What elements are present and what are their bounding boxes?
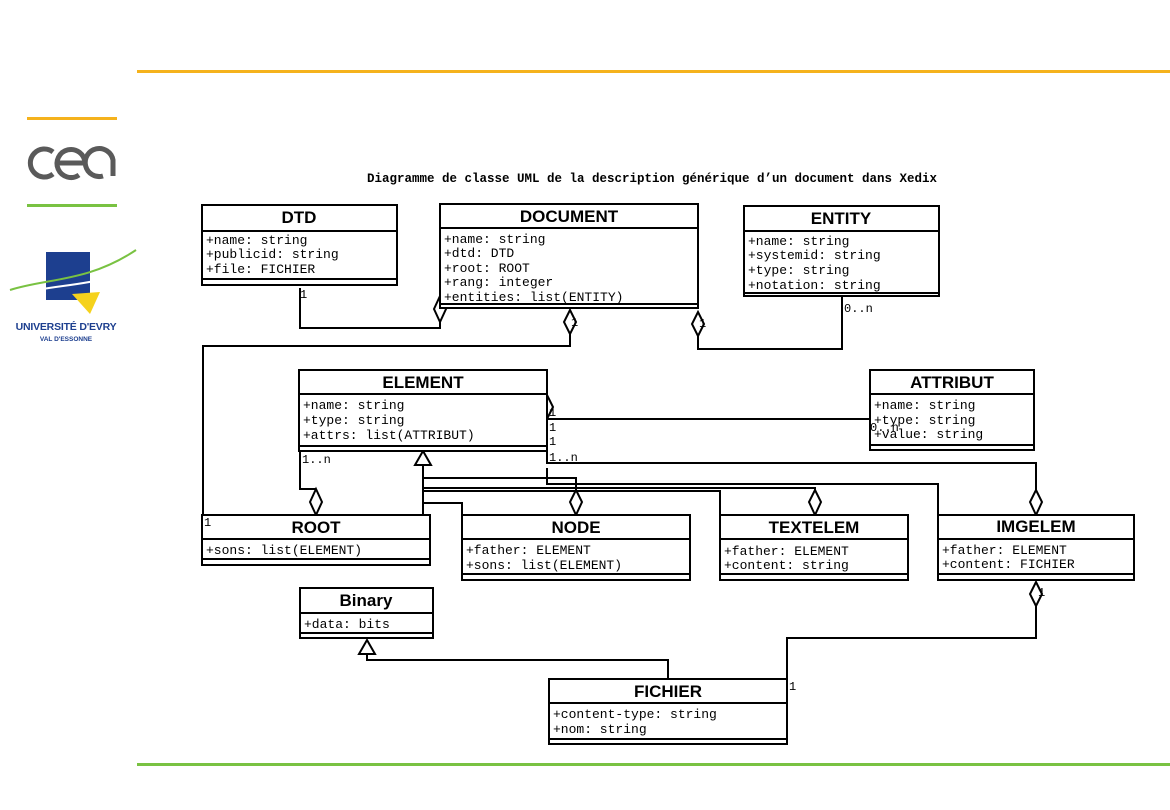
- multiplicity-label: 1..n: [549, 451, 578, 465]
- cea-logo-rule-bottom: [27, 204, 117, 207]
- attribute: +attrs: list(ATTRIBUT): [303, 428, 475, 443]
- multiplicity-label: 1: [571, 316, 578, 330]
- multiplicity-label: 0..n: [844, 302, 873, 316]
- university-subname: VAL D'ESSONNE: [39, 336, 93, 343]
- multiplicity-label: 1: [300, 288, 307, 302]
- attribute: +name: string: [206, 233, 307, 248]
- attribute: +publicid: string: [206, 247, 339, 262]
- multiplicity-label: 0..n: [870, 421, 899, 435]
- class-name-document: DOCUMENT: [520, 207, 619, 226]
- bottom-rule: [137, 763, 1170, 766]
- attribute: +type: string: [874, 413, 975, 428]
- class-name-textelem: TEXTELEM: [769, 518, 860, 537]
- binary-inheritance-triangle: [357, 637, 377, 655]
- attribute: +root: ROOT: [444, 261, 530, 276]
- attribute: +content-type: string: [553, 707, 717, 722]
- attribute: +content: FICHIER: [942, 557, 1075, 572]
- attribute: +value: string: [874, 427, 983, 442]
- class-name-root: ROOT: [291, 518, 341, 537]
- top-rule: [137, 70, 1170, 73]
- attribute: +data: bits: [304, 617, 390, 632]
- diagram-title: Diagramme de classe UML de la descriptio…: [367, 172, 938, 186]
- textelem-element-diamond: [807, 487, 823, 518]
- attribute: +father: ELEMENT: [724, 544, 849, 559]
- document-entity-diamond: [690, 309, 706, 339]
- imgelem-fichier-diamond: [1028, 579, 1044, 609]
- imgelem-element-diamond: [1028, 487, 1044, 518]
- document-root-diamond: [562, 307, 578, 337]
- attribute: +systemid: string: [748, 248, 881, 263]
- multiplicity-label: 1: [789, 680, 796, 694]
- attribute: +father: ELEMENT: [942, 543, 1067, 558]
- attribute: +father: ELEMENT: [466, 543, 591, 558]
- attribute: +name: string: [303, 398, 404, 413]
- multiplicity-label: 1: [549, 435, 556, 449]
- attribute: +rang: integer: [444, 275, 553, 290]
- multiplicity-label: 1: [204, 516, 211, 530]
- class-name-fichier: FICHIER: [634, 682, 702, 701]
- class-name-binary: Binary: [340, 591, 393, 610]
- attribute: +sons: list(ELEMENT): [206, 543, 362, 558]
- class-name-imgelem: IMGELEM: [996, 517, 1075, 536]
- cea-logo: [27, 146, 116, 180]
- root-element-diamond: [308, 486, 324, 518]
- multiplicity-label: 1: [549, 421, 556, 435]
- node-element-diamond: [568, 487, 584, 518]
- attribute: +file: FICHIER: [206, 262, 315, 277]
- class-name-attribut: ATTRIBUT: [910, 373, 994, 392]
- multiplicity-label: 1: [549, 406, 556, 420]
- class-name-entity: ENTITY: [811, 209, 872, 228]
- class-name-element: ELEMENT: [382, 373, 464, 392]
- multiplicity-label: 1..n: [302, 453, 331, 467]
- attribute: +name: string: [444, 232, 545, 247]
- attribute: +nom: string: [553, 722, 647, 737]
- attribute: +type: string: [748, 263, 849, 278]
- attribute: +name: string: [748, 234, 849, 249]
- attribute: +sons: list(ELEMENT): [466, 558, 622, 573]
- attribute: +name: string: [874, 398, 975, 413]
- class-name-dtd: DTD: [282, 208, 317, 227]
- class-name-node: NODE: [551, 518, 600, 537]
- attribute: +dtd: DTD: [444, 246, 514, 261]
- university-name: UNIVERSITÉ D'EVRY: [15, 321, 117, 333]
- element-inheritance-triangle: [413, 448, 433, 466]
- cea-logo-rule-top: [27, 117, 117, 120]
- attribute: +entities: list(ENTITY): [444, 290, 623, 305]
- multiplicity-label: 1: [1038, 586, 1045, 600]
- attribute: +notation: string: [748, 278, 881, 293]
- universite-evry-logo: [9, 249, 137, 314]
- attribute: +type: string: [303, 413, 404, 428]
- multiplicity-label: 1: [699, 317, 706, 331]
- attribute: +content: string: [724, 558, 849, 573]
